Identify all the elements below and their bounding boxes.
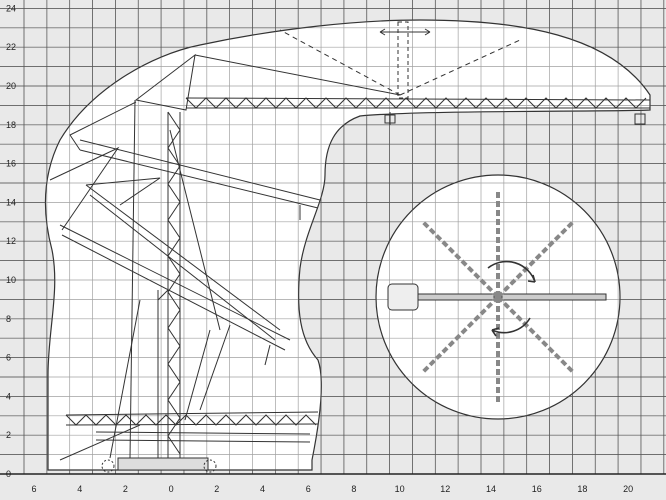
y-tick-label: 22 [6, 42, 16, 52]
x-tick-label: 14 [486, 484, 496, 494]
plan-jib [409, 293, 607, 301]
plan-jib-dashed-position [420, 295, 500, 375]
crane-plan-view [387, 189, 607, 405]
x-tick-label: 6 [306, 484, 311, 494]
y-tick-label: 8 [6, 314, 11, 324]
plan-jib-dashed-position [496, 295, 576, 375]
plan-jib-dashed-position [496, 219, 576, 299]
x-tick-label: 4 [77, 484, 82, 494]
y-tick-label: 0 [6, 469, 11, 479]
jib-folded-ground [59, 411, 319, 461]
y-tick-label: 2 [6, 430, 11, 440]
x-tick-label: 8 [351, 484, 356, 494]
x-tick-label: 18 [577, 484, 587, 494]
x-tick-label: 2 [214, 484, 219, 494]
x-axis-ticks: 64202468101214161820222426 [31, 484, 633, 494]
x-tick-label: 0 [169, 484, 174, 494]
grid-overlay [0, 0, 666, 475]
x-tick-label: 2 [123, 484, 128, 494]
plan-jib-positions [420, 189, 576, 405]
jib-inclined-1 [69, 101, 321, 220]
x-tick-label: 20 [623, 484, 633, 494]
wheel-left-icon [101, 459, 115, 473]
x-tick-label: 10 [395, 484, 405, 494]
jib-inclined-2 [49, 146, 291, 366]
plan-counterweight [387, 283, 419, 311]
x-tick-label: 4 [260, 484, 265, 494]
crane-base [117, 457, 209, 471]
y-tick-label: 16 [6, 159, 16, 169]
y-tick-label: 6 [6, 353, 11, 363]
crane-elevation [49, 21, 651, 473]
y-tick-label: 10 [6, 275, 16, 285]
plan-jib-dashed-position [420, 219, 500, 299]
y-tick-label: 14 [6, 197, 16, 207]
y-tick-label: 20 [6, 81, 16, 91]
x-tick-label: 6 [31, 484, 36, 494]
rotation-arrow-upper-icon [487, 260, 536, 283]
y-tick-label: 24 [6, 3, 16, 13]
tower-apex [134, 53, 196, 111]
x-tick-label: 16 [532, 484, 542, 494]
y-tick-label: 18 [6, 120, 16, 130]
x-tick-label: 12 [440, 484, 450, 494]
jib-horizontal [185, 97, 651, 125]
y-tick-label: 12 [6, 236, 16, 246]
rotation-arrow-lower-icon [491, 317, 531, 334]
wheel-right-icon [203, 459, 217, 473]
y-tick-label: 4 [6, 391, 11, 401]
